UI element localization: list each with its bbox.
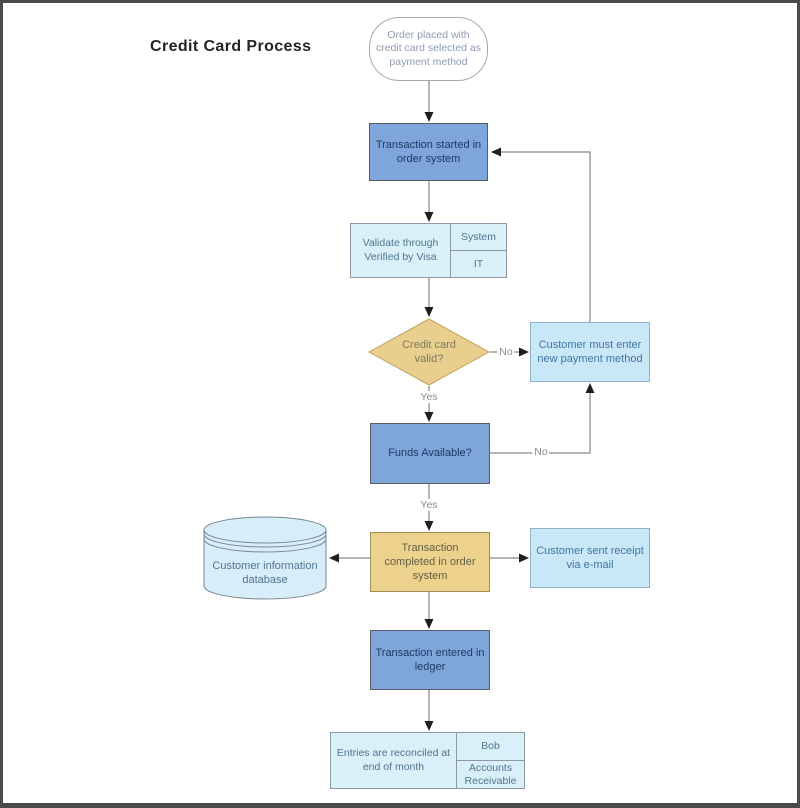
node-new-payment-label: Customer must enter new payment method (537, 338, 643, 365)
node-funds-available: Funds Available? (370, 423, 490, 484)
node-transaction-completed: Transaction completed in order system (370, 532, 490, 592)
node-validate-lane-it: IT (451, 250, 506, 277)
node-transaction-ledger: Transaction entered in ledger (370, 630, 490, 690)
node-receipt-email: Customer sent receipt via e-mail (530, 528, 650, 588)
node-start-terminator: Order placed with credit card selected a… (369, 17, 488, 81)
edge-label-credit-yes: Yes (418, 391, 440, 403)
node-entries-lanes: Bob Accounts Receivable (456, 733, 524, 788)
connector-funds-no (490, 383, 595, 454)
node-transaction-started: Transaction started in order system (369, 123, 488, 181)
node-credit-valid-label: Credit card valid? (402, 338, 456, 365)
page-title: Credit Card Process (150, 38, 312, 55)
diamond-shape (368, 318, 490, 386)
node-entries-lane-accounts: Accounts Receivable (457, 760, 524, 788)
node-entries-reconciled-label: Entries are reconciled at end of month (336, 746, 451, 773)
edge-label-credit-no: No (497, 346, 515, 358)
edge-label-funds-no: No (532, 446, 550, 458)
node-validate-lanes: System IT (450, 224, 506, 277)
node-transaction-started-label: Transaction started in order system (375, 138, 482, 165)
database-cylinder-shape (203, 516, 327, 600)
node-validate: Validate through Verified by Visa System… (350, 223, 507, 278)
node-transaction-ledger-label: Transaction entered in ledger (375, 646, 485, 673)
node-entries-reconciled: Entries are reconciled at end of month B… (330, 732, 525, 789)
node-receipt-email-label: Customer sent receipt via e-mail (536, 544, 644, 571)
connector-newpay-to-started (491, 147, 591, 322)
node-validate-lane-system: System (460, 230, 496, 243)
node-transaction-completed-label: Transaction completed in order system (384, 541, 476, 583)
node-credit-valid-decision: Credit card valid? (368, 318, 490, 386)
node-funds-available-label: Funds Available? (388, 447, 472, 460)
node-customer-database-label: Customer information database (212, 559, 318, 586)
node-validate-label: Validate through Verified by Visa (362, 236, 439, 263)
node-new-payment: Customer must enter new payment method (530, 322, 650, 382)
node-start-label: Order placed with credit card selected a… (375, 28, 482, 68)
node-entries-lane-bob: Bob (481, 740, 500, 753)
edge-label-funds-yes: Yes (418, 499, 440, 511)
node-customer-database: Customer information database (203, 516, 327, 600)
